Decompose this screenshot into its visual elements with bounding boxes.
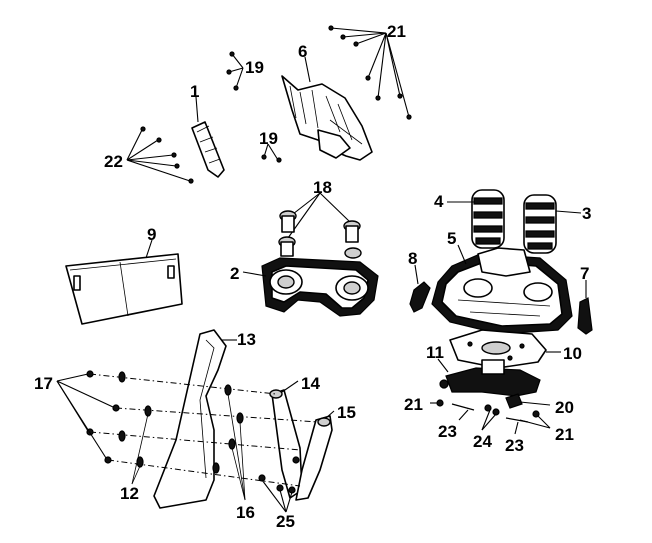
part-22-screws	[126, 126, 194, 184]
callout-18: 18	[313, 178, 332, 197]
part-20-bolt	[505, 393, 551, 409]
part-9-cover	[65, 239, 183, 325]
callout-17: 17	[34, 374, 53, 393]
part-25-nuts	[258, 456, 300, 513]
callout-11: 11	[426, 343, 444, 362]
callout-19-top: 19	[245, 58, 264, 77]
callout-23-right: 23	[505, 436, 524, 455]
callout-23-left: 23	[438, 422, 457, 441]
callout-4: 4	[434, 192, 444, 211]
part-3-spring	[523, 194, 582, 254]
callout-19-mid: 19	[259, 129, 278, 148]
part-19-screws-top	[226, 51, 244, 91]
callout-2: 2	[230, 264, 239, 283]
part-2-frame	[242, 257, 379, 317]
callout-13: 13	[237, 330, 256, 349]
part-6-housing	[281, 56, 373, 161]
part-8-pad	[409, 264, 431, 313]
callout-16: 16	[236, 503, 255, 522]
callout-9: 9	[147, 225, 156, 244]
part-14-bracket	[269, 380, 303, 499]
callout-21-top: 21	[387, 22, 406, 41]
callout-8: 8	[408, 249, 417, 268]
part-24-washers	[481, 404, 500, 431]
part-7-pad	[577, 280, 593, 335]
callout-15: 15	[337, 403, 356, 422]
part-17-bolts	[56, 370, 120, 464]
part-19-screws-mid	[261, 143, 282, 163]
callout-14: 14	[301, 374, 320, 393]
part-12-spacers	[118, 371, 152, 485]
part-1-bracket	[191, 96, 225, 178]
part-5-tray	[431, 244, 573, 335]
part-11-mount	[437, 358, 541, 397]
part-21-nut-right	[519, 410, 551, 429]
callout-labels: 1 2 3 4 5 6 7 8 9 10 11 12 13 14 15 16 1…	[34, 22, 591, 531]
part-16-grommets	[212, 384, 246, 501]
callout-12: 12	[120, 484, 139, 503]
part-23-pin-right	[505, 417, 529, 435]
callout-25: 25	[276, 512, 295, 531]
part-4-spring	[447, 189, 505, 249]
callout-5: 5	[447, 229, 456, 248]
callout-10: 10	[563, 344, 582, 363]
callout-1: 1	[190, 82, 199, 101]
part-21-nut-left	[430, 399, 444, 407]
part-10-plate	[449, 329, 561, 369]
part-13-panel	[153, 329, 237, 509]
part-21-screws-top	[328, 25, 412, 120]
callout-24: 24	[473, 432, 492, 451]
part-23-pin-left	[451, 403, 475, 421]
callout-3: 3	[582, 204, 591, 223]
callout-21-right: 21	[555, 425, 574, 444]
part-15-bracket	[295, 410, 335, 501]
callout-6: 6	[298, 42, 307, 61]
callout-20: 20	[555, 398, 574, 417]
part-18-bushings	[278, 192, 362, 259]
callout-7: 7	[580, 264, 589, 283]
callout-21-left: 21	[404, 395, 423, 414]
callout-22: 22	[104, 152, 123, 171]
